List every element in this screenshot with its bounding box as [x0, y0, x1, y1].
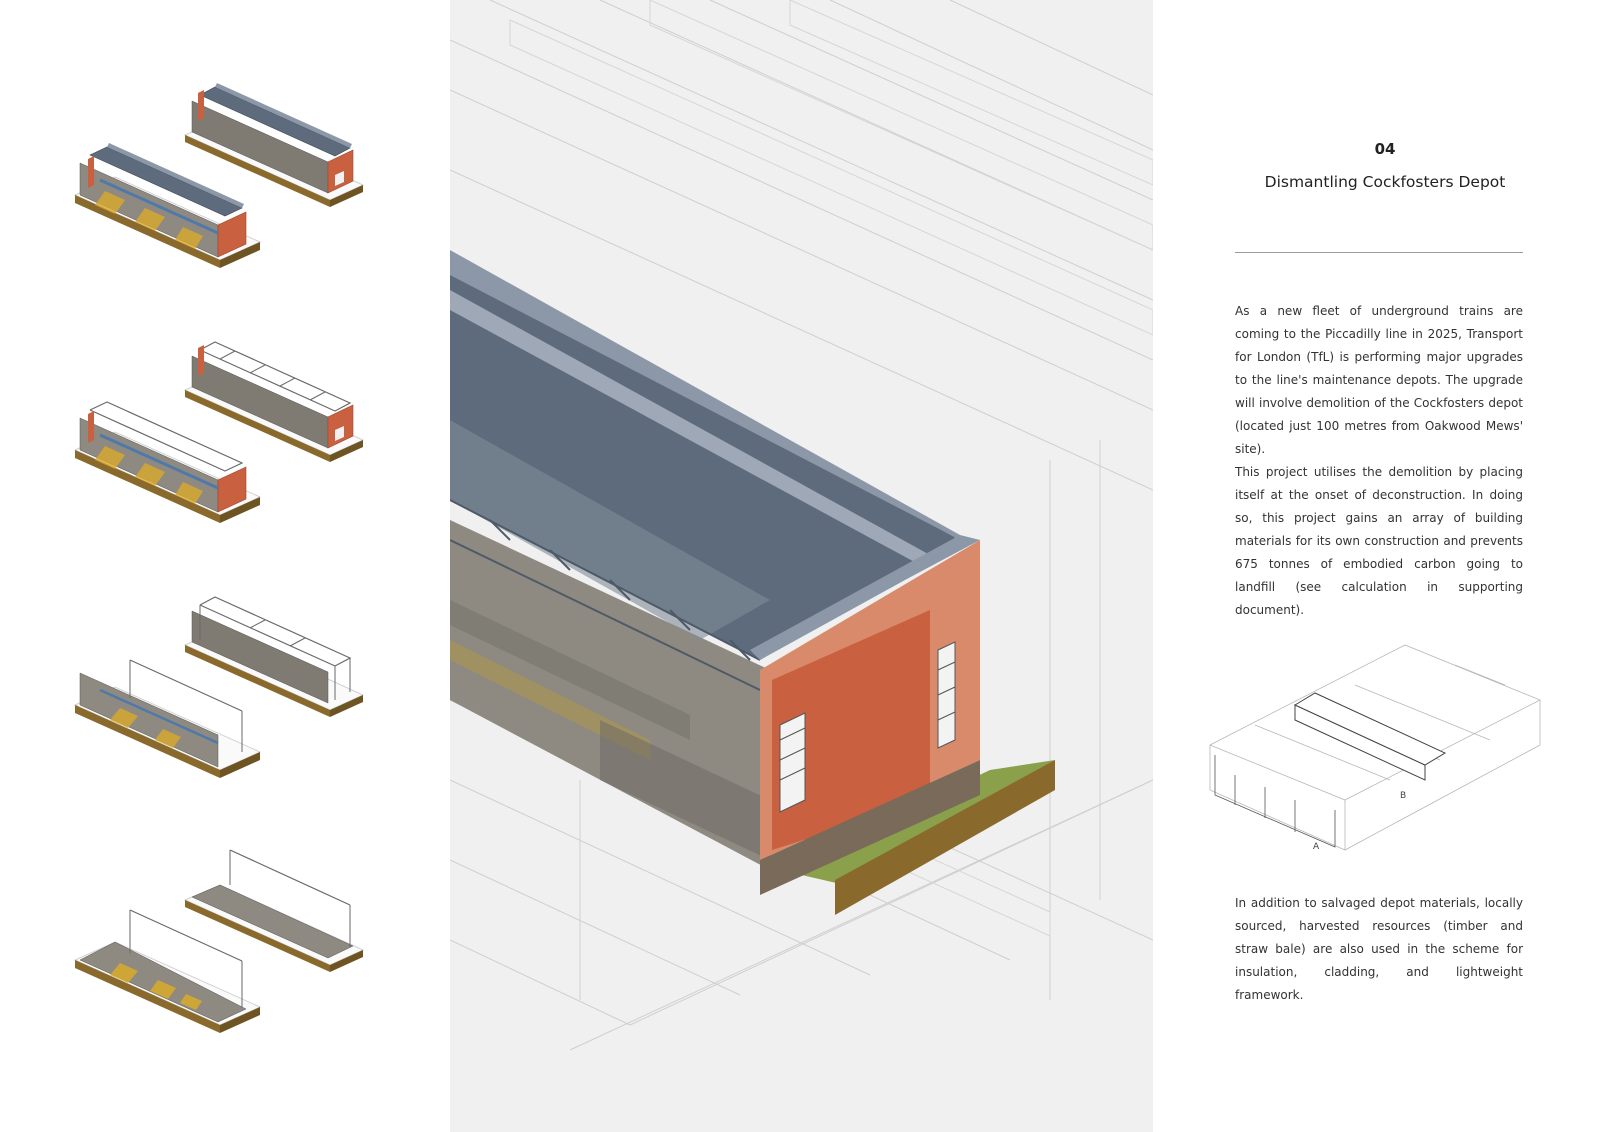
key-plan-linework: A B — [1209, 644, 1541, 852]
roof-truss — [450, 499, 761, 691]
stage-4-axonometric — [73, 849, 365, 1033]
strategy-paragraph: This project utilises the demolition by … — [1235, 465, 1523, 617]
sheet-title: Dismantling Cockfosters Depot — [1264, 173, 1506, 191]
main-axonometric-drawing — [450, 0, 1153, 1051]
dismantling-stages — [0, 0, 450, 1132]
materials-paragraph: In addition to salvaged depot materials,… — [1235, 896, 1523, 1002]
stage-4-front-building — [73, 909, 262, 1033]
depot-roof-ridge — [450, 250, 970, 545]
main-axonometric-panel — [450, 0, 1153, 1132]
stage-1-diagram — [70, 70, 380, 290]
stage-2-axonometric — [73, 341, 365, 523]
stage-3-front-building — [73, 659, 262, 778]
stage-2-diagram — [70, 325, 380, 545]
stage-4-back-building — [183, 849, 365, 972]
stage-2-back-building — [183, 341, 365, 462]
sheet-number: 04 — [1374, 140, 1396, 158]
stage-1-axonometric — [73, 83, 365, 268]
stage-2-front-building — [73, 401, 262, 523]
stage-1-front-building — [73, 143, 262, 268]
stage-3-axonometric — [73, 596, 365, 778]
key-plan-diagram: A B — [1195, 615, 1555, 880]
intro-paragraph: As a new fleet of underground trains are… — [1235, 304, 1523, 456]
stage-4-diagram — [70, 835, 380, 1055]
title-divider — [1235, 252, 1523, 253]
stage-3-back-building — [183, 596, 365, 717]
stage-3-diagram — [70, 580, 380, 800]
key-label-a: A — [1313, 842, 1320, 852]
stage-1-back-building — [183, 83, 365, 207]
key-label-b: B — [1400, 791, 1406, 801]
